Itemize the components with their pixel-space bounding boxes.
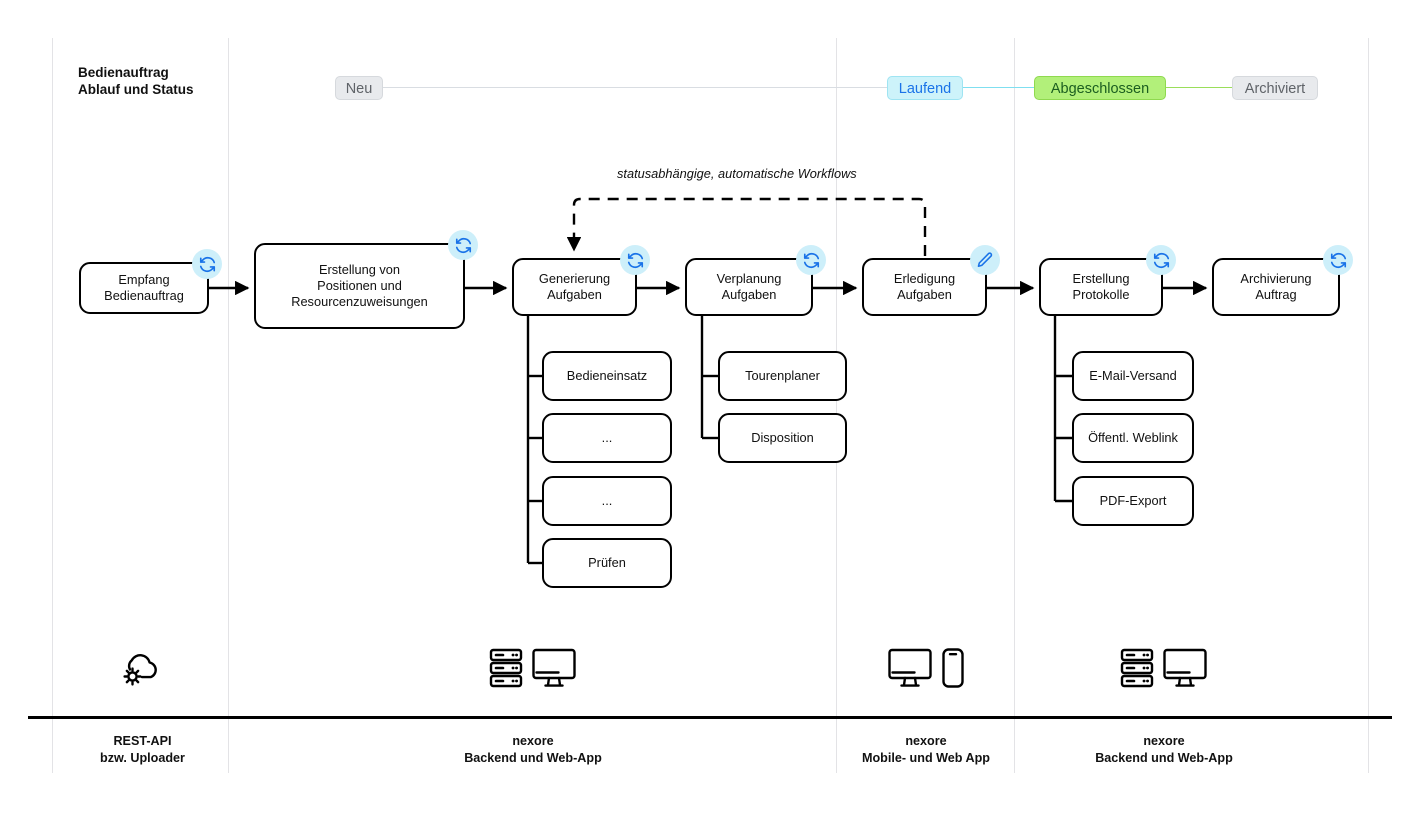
status-badge-archiviert[interactable]: Archiviert xyxy=(1232,76,1318,100)
sub-box-label: Disposition xyxy=(751,430,814,445)
sub-box-generierung-2[interactable]: ... xyxy=(542,413,672,463)
status-connector-1 xyxy=(383,87,887,89)
sub-box-generierung-1[interactable]: Bedieneinsatz xyxy=(542,351,672,401)
sub-box-label: Tourenplaner xyxy=(745,368,820,383)
sub-box-generierung-3[interactable]: ... xyxy=(542,476,672,526)
lane-backend-1-icons xyxy=(230,648,836,694)
lane-backend-2-icons xyxy=(1016,648,1312,694)
sub-box-protokolle-1[interactable]: E-Mail-Versand xyxy=(1072,351,1194,401)
lane-divider-3 xyxy=(836,38,837,773)
pencil-icon[interactable] xyxy=(970,245,1000,275)
page-title: Bedienauftrag Ablauf und Status xyxy=(78,65,194,97)
lane-rest-api-icons xyxy=(55,648,230,694)
server-icon xyxy=(1120,647,1154,694)
sub-box-label: E-Mail-Versand xyxy=(1089,368,1177,383)
process-box-verplanung[interactable]: Verplanung Aufgaben xyxy=(685,258,813,316)
lane-mobile-label: nexore Mobile- und Web App xyxy=(861,734,990,765)
status-badge-laufend[interactable]: Laufend xyxy=(887,76,963,100)
process-box-label: Verplanung Aufgaben xyxy=(716,271,782,302)
process-box-label: Erstellung Protokolle xyxy=(1072,271,1130,302)
monitor-icon xyxy=(1162,647,1208,694)
sub-box-label: Öffentl. Weblink xyxy=(1088,430,1178,445)
process-box-archivierung[interactable]: Archivierung Auftrag xyxy=(1212,258,1340,316)
process-box-label: Archivierung Auftrag xyxy=(1240,271,1312,302)
sync-icon[interactable] xyxy=(192,249,222,279)
process-box-empfang[interactable]: Empfang Bedienauftrag xyxy=(79,262,209,314)
sub-box-protokolle-2[interactable]: Öffentl. Weblink xyxy=(1072,413,1194,463)
lane-divider-4 xyxy=(1014,38,1015,773)
lane-backend-2-label: nexore Backend und Web-App xyxy=(1095,734,1233,765)
sync-icon[interactable] xyxy=(620,245,650,275)
sync-icon[interactable] xyxy=(448,230,478,260)
status-badge-abgeschlossen[interactable]: Abgeschlossen xyxy=(1034,76,1166,100)
lane-rest-api-label: REST-API bzw. Uploader xyxy=(100,734,185,765)
process-box-label: Erstellung von Positionen und Resourcenz… xyxy=(291,262,428,309)
process-box-erstellung[interactable]: Erstellung von Positionen und Resourcenz… xyxy=(254,243,465,329)
footer-divider-rule xyxy=(28,716,1392,719)
process-box-label: Generierung Aufgaben xyxy=(538,271,611,302)
sub-box-verplanung-2[interactable]: Disposition xyxy=(718,413,847,463)
process-box-label: Empfang Bedienauftrag xyxy=(104,272,184,303)
sub-box-generierung-4[interactable]: Prüfen xyxy=(542,538,672,588)
server-icon xyxy=(489,647,523,694)
status-badge-neu[interactable]: Neu xyxy=(335,76,383,100)
sub-box-protokolle-3[interactable]: PDF-Export xyxy=(1072,476,1194,526)
workflow-annotation-label: statusabhängige, automatische Workflows xyxy=(617,166,857,181)
lane-backend-1-label: nexore Backend und Web-App xyxy=(464,734,602,765)
sync-icon[interactable] xyxy=(796,245,826,275)
status-connector-3 xyxy=(1166,87,1232,89)
sync-icon[interactable] xyxy=(1323,245,1353,275)
lane-divider-2 xyxy=(228,38,229,773)
lane-divider-1 xyxy=(52,38,53,773)
sub-box-label: Bedieneinsatz xyxy=(566,368,648,383)
cloud-gear-icon xyxy=(117,645,169,694)
monitor-icon xyxy=(531,647,577,694)
sub-box-label: ... xyxy=(601,493,613,508)
process-box-label: Erledigung Aufgaben xyxy=(893,271,956,302)
sync-icon[interactable] xyxy=(1146,245,1176,275)
sub-box-label: PDF-Export xyxy=(1099,493,1167,508)
process-box-protokolle[interactable]: Erstellung Protokolle xyxy=(1039,258,1163,316)
lane-mobile-icons xyxy=(838,648,1014,694)
sub-box-label: Prüfen xyxy=(588,555,626,570)
status-connector-2 xyxy=(963,87,1034,89)
monitor-icon xyxy=(887,647,933,694)
sub-box-label: ... xyxy=(601,430,613,445)
sub-box-verplanung-1[interactable]: Tourenplaner xyxy=(718,351,847,401)
process-box-generierung[interactable]: Generierung Aufgaben xyxy=(512,258,637,316)
lane-divider-5 xyxy=(1368,38,1369,773)
phone-icon xyxy=(941,647,965,694)
process-box-erledigung[interactable]: Erledigung Aufgaben xyxy=(862,258,987,316)
